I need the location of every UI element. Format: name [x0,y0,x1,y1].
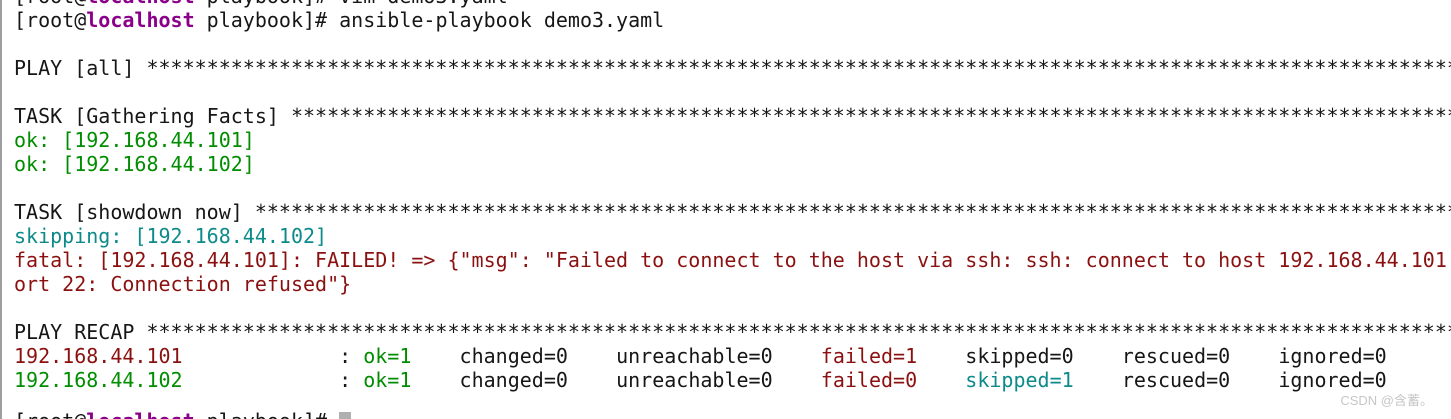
terminal-text-segment: localhost [86,409,194,419]
blank-line [14,32,1451,56]
blank-line [14,176,1451,200]
terminal-text-segment: ok: [192.168.44.101] [14,128,255,152]
terminal-text-segment: ok=1 [363,344,412,368]
terminal-text-segment: 192.168.44.102 [14,368,183,392]
ok-host-102: ok: [192.168.44.102] [14,152,1451,176]
terminal-text-segment: localhost [86,8,195,32]
terminal-text-segment: localhost [86,0,194,8]
terminal-text-segment: failed=1 [820,344,918,368]
task-showdown-header: TASK [showdown now] ********************… [14,200,1451,224]
terminal-text-segment: skipping: [192.168.44.102] [14,224,328,248]
play-header: PLAY [all] *****************************… [14,56,1451,80]
terminal-text-segment: changed=0 unreachable=0 [411,344,821,368]
terminal-text-segment: [root@ [14,0,86,8]
terminal-text-segment: PLAY [all] *****************************… [14,56,1451,80]
fatal-host-101: fatal: [192.168.44.101]: FAILED! => {"ms… [14,248,1451,272]
terminal-text-segment: skipped=0 rescued=0 ignored=0 [917,344,1387,368]
terminal-text-segment: [root@ [14,8,87,32]
terminal-text-segment: fatal: [192.168.44.101]: FAILED! => {"ms… [14,248,1447,272]
terminal-text-segment: ort 22: Connection refused"} [14,272,352,296]
skipping-host-102: skipping: [192.168.44.102] [14,224,1451,248]
csdn-watermark: CSDN @含蓄。 [1340,393,1433,408]
ok-host-101: ok: [192.168.44.101] [14,128,1451,152]
terminal-text-segment: changed=0 unreachable=0 [411,368,821,392]
terminal-text-segment: rescued=0 ignored=0 [1073,368,1387,392]
play-recap-header: PLAY RECAP *****************************… [14,320,1451,344]
recap-row-101: 192.168.44.101 : ok=1 changed=0 unreacha… [14,344,1451,368]
prompt-line-ansible-playbook: [root@localhost playbook]# ansible-playb… [14,8,1451,32]
blank-line [14,80,1451,104]
fatal-host-101-wrap: ort 22: Connection refused"} [14,272,1451,296]
blank-line [14,296,1451,320]
terminal-text-segment: PLAY RECAP *****************************… [14,320,1451,344]
terminal-text-segment: playbook]# [195,409,340,419]
terminal-text-segment: TASK [Gathering Facts] *****************… [14,104,1451,128]
terminal-text-segment: playbook]# vim demo3.yaml [195,0,508,8]
terminal-block-cursor [339,412,352,419]
terminal-text-segment: failed=0 [820,368,918,392]
prompt-line-current: [root@localhost playbook]# [14,409,1451,419]
terminal-text-segment: : [182,344,364,368]
terminal-text-segment: ok=1 [363,368,412,392]
terminal-text-segment [917,368,965,392]
terminal-text-segment: ok: [192.168.44.102] [14,152,255,176]
terminal-text-segment: TASK [showdown now] ********************… [14,200,1451,224]
terminal-text-segment: playbook]# ansible-playbook demo3.yaml [194,8,665,32]
recap-row-102: 192.168.44.102 : ok=1 changed=0 unreacha… [14,368,1451,392]
terminal-text-segment: [root@ [14,409,86,419]
terminal-text-segment: 192.168.44.101 [14,344,183,368]
task-gathering-facts-header: TASK [Gathering Facts] *****************… [14,104,1451,128]
terminal-text-segment: : [182,368,364,392]
terminal-text-segment: skipped=1 [965,368,1074,392]
prompt-line-vim: [root@localhost playbook]# vim demo3.yam… [14,0,1451,8]
